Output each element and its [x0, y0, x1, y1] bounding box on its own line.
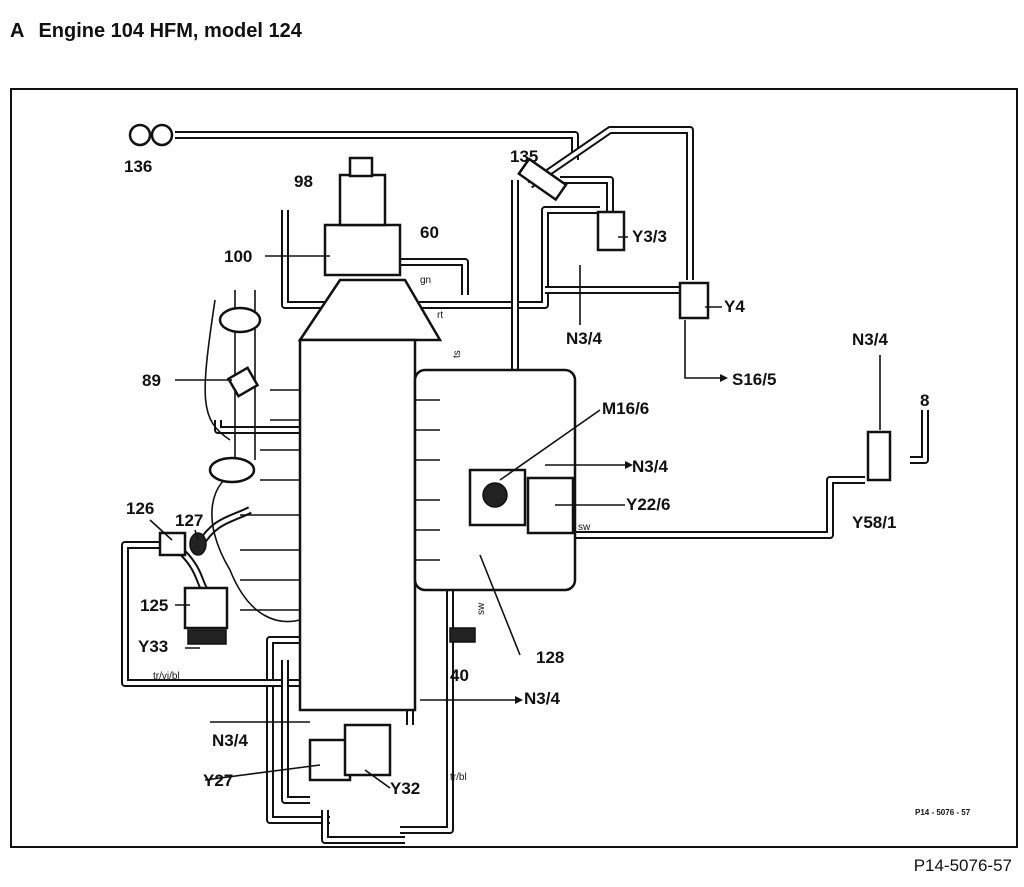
label-136: 136 — [124, 157, 152, 176]
wire-color-gn: gn — [420, 275, 431, 286]
component-40 — [449, 627, 476, 643]
label-y3-3: Y3/3 — [632, 227, 667, 246]
label-89: 89 — [142, 371, 161, 390]
title-text: Engine 104 HFM, model 124 — [38, 20, 302, 42]
label-n3-4-d: N3/4 — [524, 689, 560, 708]
figure-caption: P14-5076-57 — [913, 856, 1012, 875]
wire-color-tr-vi-bl: tr/vi/bl — [153, 671, 180, 682]
fuel-distributor — [338, 173, 387, 227]
label-60: 60 — [420, 223, 439, 242]
diagram-frame — [10, 88, 1018, 848]
label-n3-4-c: N3/4 — [632, 457, 668, 476]
component-89 — [226, 366, 260, 398]
valve-y58-1 — [866, 430, 892, 482]
wire-color-tr-bl: tr/bl — [450, 772, 467, 783]
diagram-title: A Engine 104 HFM, model 124 — [10, 20, 302, 43]
label-y32: Y32 — [390, 779, 420, 798]
component-127 — [189, 532, 207, 556]
wire-color-sw: sw — [578, 522, 591, 533]
label-y27: Y27 — [203, 771, 233, 790]
label-125: 125 — [140, 596, 168, 615]
label-y4: Y4 — [724, 297, 745, 316]
component-126 — [158, 531, 187, 557]
label-n3-4-e: N3/4 — [212, 731, 248, 750]
label-8: 8 — [920, 391, 929, 410]
valve-y3-3 — [596, 210, 626, 252]
label-y22-6: Y22/6 — [626, 495, 670, 514]
component-136 — [128, 123, 152, 147]
wire-color-ts: ts — [452, 350, 463, 358]
label-m16-6: M16/6 — [602, 399, 649, 418]
wire-color-sw-2: sw — [476, 602, 487, 615]
leader-lines — [149, 236, 881, 789]
label-135: 135 — [510, 147, 538, 166]
label-40: 40 — [450, 666, 469, 685]
air-flow-meter — [323, 223, 402, 277]
label-n3-4-b: N3/4 — [852, 330, 888, 349]
engine-block — [204, 278, 577, 712]
component-125 — [183, 586, 229, 630]
label-y33: Y33 — [138, 637, 168, 656]
label-s16-5: S16/5 — [732, 370, 776, 389]
section-letter: A — [10, 20, 25, 42]
wire-color-rt: rt — [437, 310, 443, 321]
valve-y32 — [343, 723, 392, 777]
components — [128, 123, 892, 782]
valve-y4 — [678, 281, 710, 320]
label-100: 100 — [224, 247, 252, 266]
arrowheads — [515, 374, 728, 704]
label-128: 128 — [536, 648, 564, 667]
label-n3-4-a: N3/4 — [566, 329, 602, 348]
label-98: 98 — [294, 172, 313, 191]
component-135 — [517, 157, 568, 202]
valve-y33 — [187, 629, 227, 645]
label-126: 126 — [126, 499, 154, 518]
label-y58-1: Y58/1 — [852, 513, 896, 532]
reference-code: P14 - 5076 - 57 — [915, 808, 971, 817]
label-127: 127 — [175, 511, 203, 530]
